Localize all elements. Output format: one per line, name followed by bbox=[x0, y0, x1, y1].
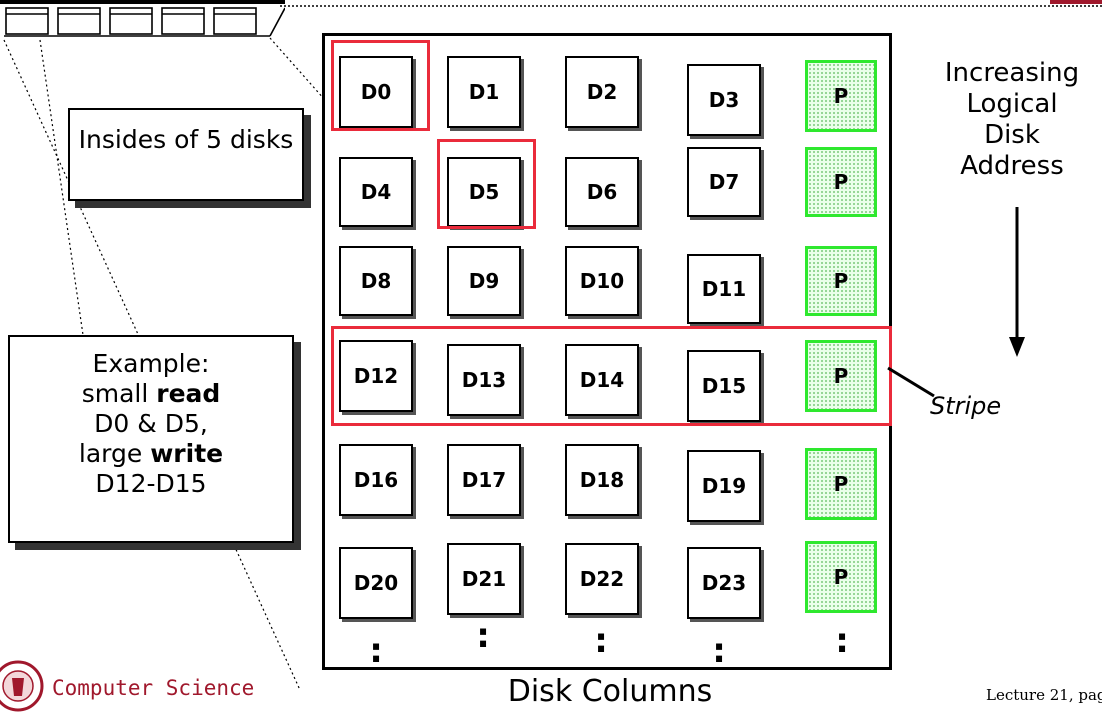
example-line-2: small read bbox=[10, 379, 292, 409]
data-block-d17: D17 bbox=[447, 444, 521, 516]
parity-block: P bbox=[805, 541, 877, 613]
data-block-d9: D9 bbox=[447, 246, 521, 316]
data-block-d18: D18 bbox=[565, 444, 639, 516]
data-block-d3: D3 bbox=[687, 64, 761, 136]
selection-d5 bbox=[437, 139, 536, 229]
selection-d0 bbox=[331, 40, 430, 131]
increasing-address-label: Increasing Logical Disk Address bbox=[922, 58, 1102, 182]
lecture-page-label: Lecture 21, page 2 bbox=[986, 686, 1102, 704]
continuation-dots: : bbox=[591, 630, 611, 652]
data-block-d2: D2 bbox=[565, 56, 639, 128]
data-block-d10: D10 bbox=[565, 246, 639, 316]
continuation-dots: : bbox=[366, 640, 386, 662]
example-callout: Example: small read D0 & D5, large write… bbox=[8, 335, 294, 543]
example-line-1: Example: bbox=[10, 349, 292, 379]
data-block-d7: D7 bbox=[687, 147, 761, 217]
parity-block: P bbox=[805, 147, 877, 217]
continuation-dots: : bbox=[473, 625, 493, 647]
data-block-d4: D4 bbox=[339, 157, 413, 227]
data-block-d11: D11 bbox=[687, 254, 761, 324]
insides-callout: Insides of 5 disks bbox=[68, 108, 304, 201]
department-label: Computer Science bbox=[52, 676, 254, 700]
example-line-4: large write bbox=[10, 439, 292, 469]
parity-block: P bbox=[805, 246, 877, 316]
parity-block: P bbox=[805, 448, 877, 520]
data-block-d21: D21 bbox=[447, 543, 521, 615]
example-read-word: read bbox=[156, 379, 220, 408]
data-block-d22: D22 bbox=[565, 543, 639, 615]
data-block-d1: D1 bbox=[447, 56, 521, 128]
stripe-label: Stripe bbox=[930, 392, 1001, 420]
data-block-d8: D8 bbox=[339, 246, 413, 316]
university-seal-icon bbox=[0, 658, 46, 713]
example-write-word: write bbox=[150, 439, 223, 468]
selection-stripe bbox=[331, 326, 892, 426]
increasing-arrow bbox=[1005, 205, 1029, 360]
banner-dotted-line bbox=[280, 0, 1102, 10]
example-line-5: D12-D15 bbox=[10, 469, 292, 499]
data-block-d16: D16 bbox=[339, 444, 413, 516]
continuation-dots: : bbox=[709, 640, 729, 662]
disk-columns-label: Disk Columns bbox=[460, 674, 760, 709]
data-block-d19: D19 bbox=[687, 450, 761, 522]
example-line-3: D0 & D5, bbox=[10, 409, 292, 439]
parity-block: P bbox=[805, 60, 877, 132]
data-block-d23: D23 bbox=[687, 547, 761, 619]
data-block-d20: D20 bbox=[339, 547, 413, 619]
continuation-dots: : bbox=[832, 630, 852, 652]
data-block-d6: D6 bbox=[565, 157, 639, 227]
insides-callout-text: Insides of 5 disks bbox=[79, 125, 294, 154]
